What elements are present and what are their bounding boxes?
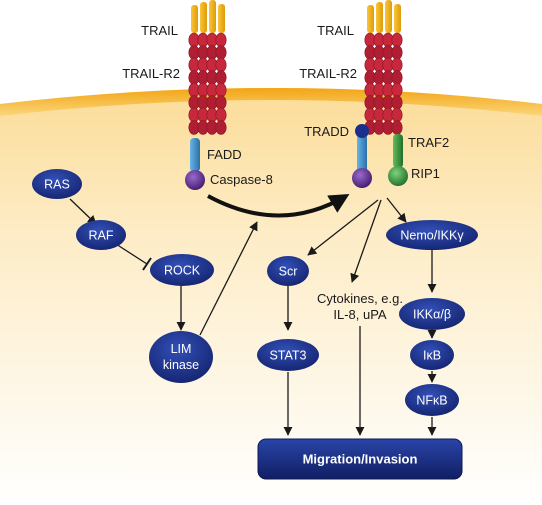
- node-raf: RAF: [76, 220, 126, 250]
- rip1-label: RIP1: [411, 166, 440, 181]
- inhibit-raf-rock: [115, 243, 148, 265]
- trail-r2-label-left: TRAIL-R2: [122, 66, 180, 81]
- node-nfkb: NFκB: [405, 384, 459, 416]
- rock-label: ROCK: [164, 264, 201, 278]
- tradd-label: TRADD: [304, 124, 349, 139]
- nemo-label: Nemo/IKKγ: [400, 229, 464, 243]
- trail-label-right: TRAIL: [317, 23, 354, 38]
- ras-label: RAS: [44, 178, 70, 192]
- trail-label-left: TRAIL: [141, 23, 178, 38]
- caspase8-label: Caspase-8: [210, 172, 273, 187]
- node-ikk-ab: IKKα/β: [399, 298, 465, 330]
- stat3-label: STAT3: [269, 349, 306, 363]
- receptor-bead: [215, 57, 227, 73]
- trail-ligand-left: [191, 0, 225, 33]
- receptor-bead: [391, 57, 403, 73]
- rip1-ball: [388, 166, 408, 186]
- right-receptor-complex: [352, 0, 408, 188]
- ikk-label: IKKα/β: [413, 308, 451, 322]
- node-rock: ROCK: [150, 254, 214, 286]
- receptor-bead: [215, 45, 227, 60]
- complex-transition-arrow: [207, 193, 350, 218]
- cytokines-line2: IL-8, uPA: [333, 307, 387, 322]
- lim-label-line2: kinase: [163, 358, 199, 372]
- receptor-bead: [391, 120, 403, 135]
- trail-ligand-right: [367, 0, 401, 33]
- raf-label: RAF: [89, 229, 114, 243]
- receptor-bead: [391, 95, 403, 110]
- receptor-bead: [215, 32, 227, 48]
- receptor-bead: [215, 120, 227, 135]
- receptor-bead: [215, 82, 227, 98]
- node-ikb: IκB: [410, 340, 454, 370]
- migration-invasion-label: Migration/Invasion: [303, 452, 418, 467]
- arrow-complex-scr: [307, 199, 379, 256]
- arrow-complex-cytokines: [350, 199, 382, 283]
- arrow-complex-nemo: [386, 197, 407, 223]
- node-ras: RAS: [32, 169, 82, 199]
- cytokines-line1: Cytokines, e.g.: [317, 291, 403, 306]
- left-receptor-complex: [185, 0, 227, 190]
- receptor-bead: [215, 107, 227, 123]
- lim-label-line1: LIM: [171, 342, 192, 356]
- fadd-label: FADD: [207, 147, 242, 162]
- caspase8-ball: [185, 170, 205, 190]
- cell-membrane: [0, 88, 542, 116]
- scr-label: Scr: [279, 265, 298, 279]
- receptor-bead: [391, 82, 403, 98]
- receptor-bead: [215, 70, 227, 85]
- caspase8-ball-right: [352, 168, 372, 188]
- trail-r2-label-right: TRAIL-R2: [299, 66, 357, 81]
- node-scr: Scr: [267, 256, 309, 286]
- arrow-ras-raf: [69, 198, 97, 225]
- receptor-bead: [215, 95, 227, 110]
- receptor-bead: [391, 32, 403, 48]
- arrow-lim-complex: [199, 221, 258, 336]
- receptor-bead: [391, 45, 403, 60]
- trail-r2-receptor-left: [188, 32, 227, 135]
- migration-invasion-box: Migration/Invasion: [257, 438, 463, 480]
- node-stat3: STAT3: [257, 339, 319, 371]
- receptor-bead: [391, 107, 403, 123]
- node-nemo-ikkg: Nemo/IKKγ: [386, 220, 478, 250]
- pathway-arrows: [69, 197, 437, 436]
- fadd-bar: [190, 138, 200, 172]
- ikb-label: IκB: [423, 349, 441, 363]
- tradd-bar: [357, 134, 367, 174]
- traf2-label: TRAF2: [408, 135, 449, 150]
- receptor-bead: [391, 70, 403, 85]
- nfkb-label: NFκB: [416, 394, 447, 408]
- tradd-head: [355, 124, 369, 138]
- node-lim-kinase: LIM kinase: [149, 331, 213, 383]
- traf2-bar: [393, 134, 403, 168]
- inhibit-bar: [142, 257, 152, 271]
